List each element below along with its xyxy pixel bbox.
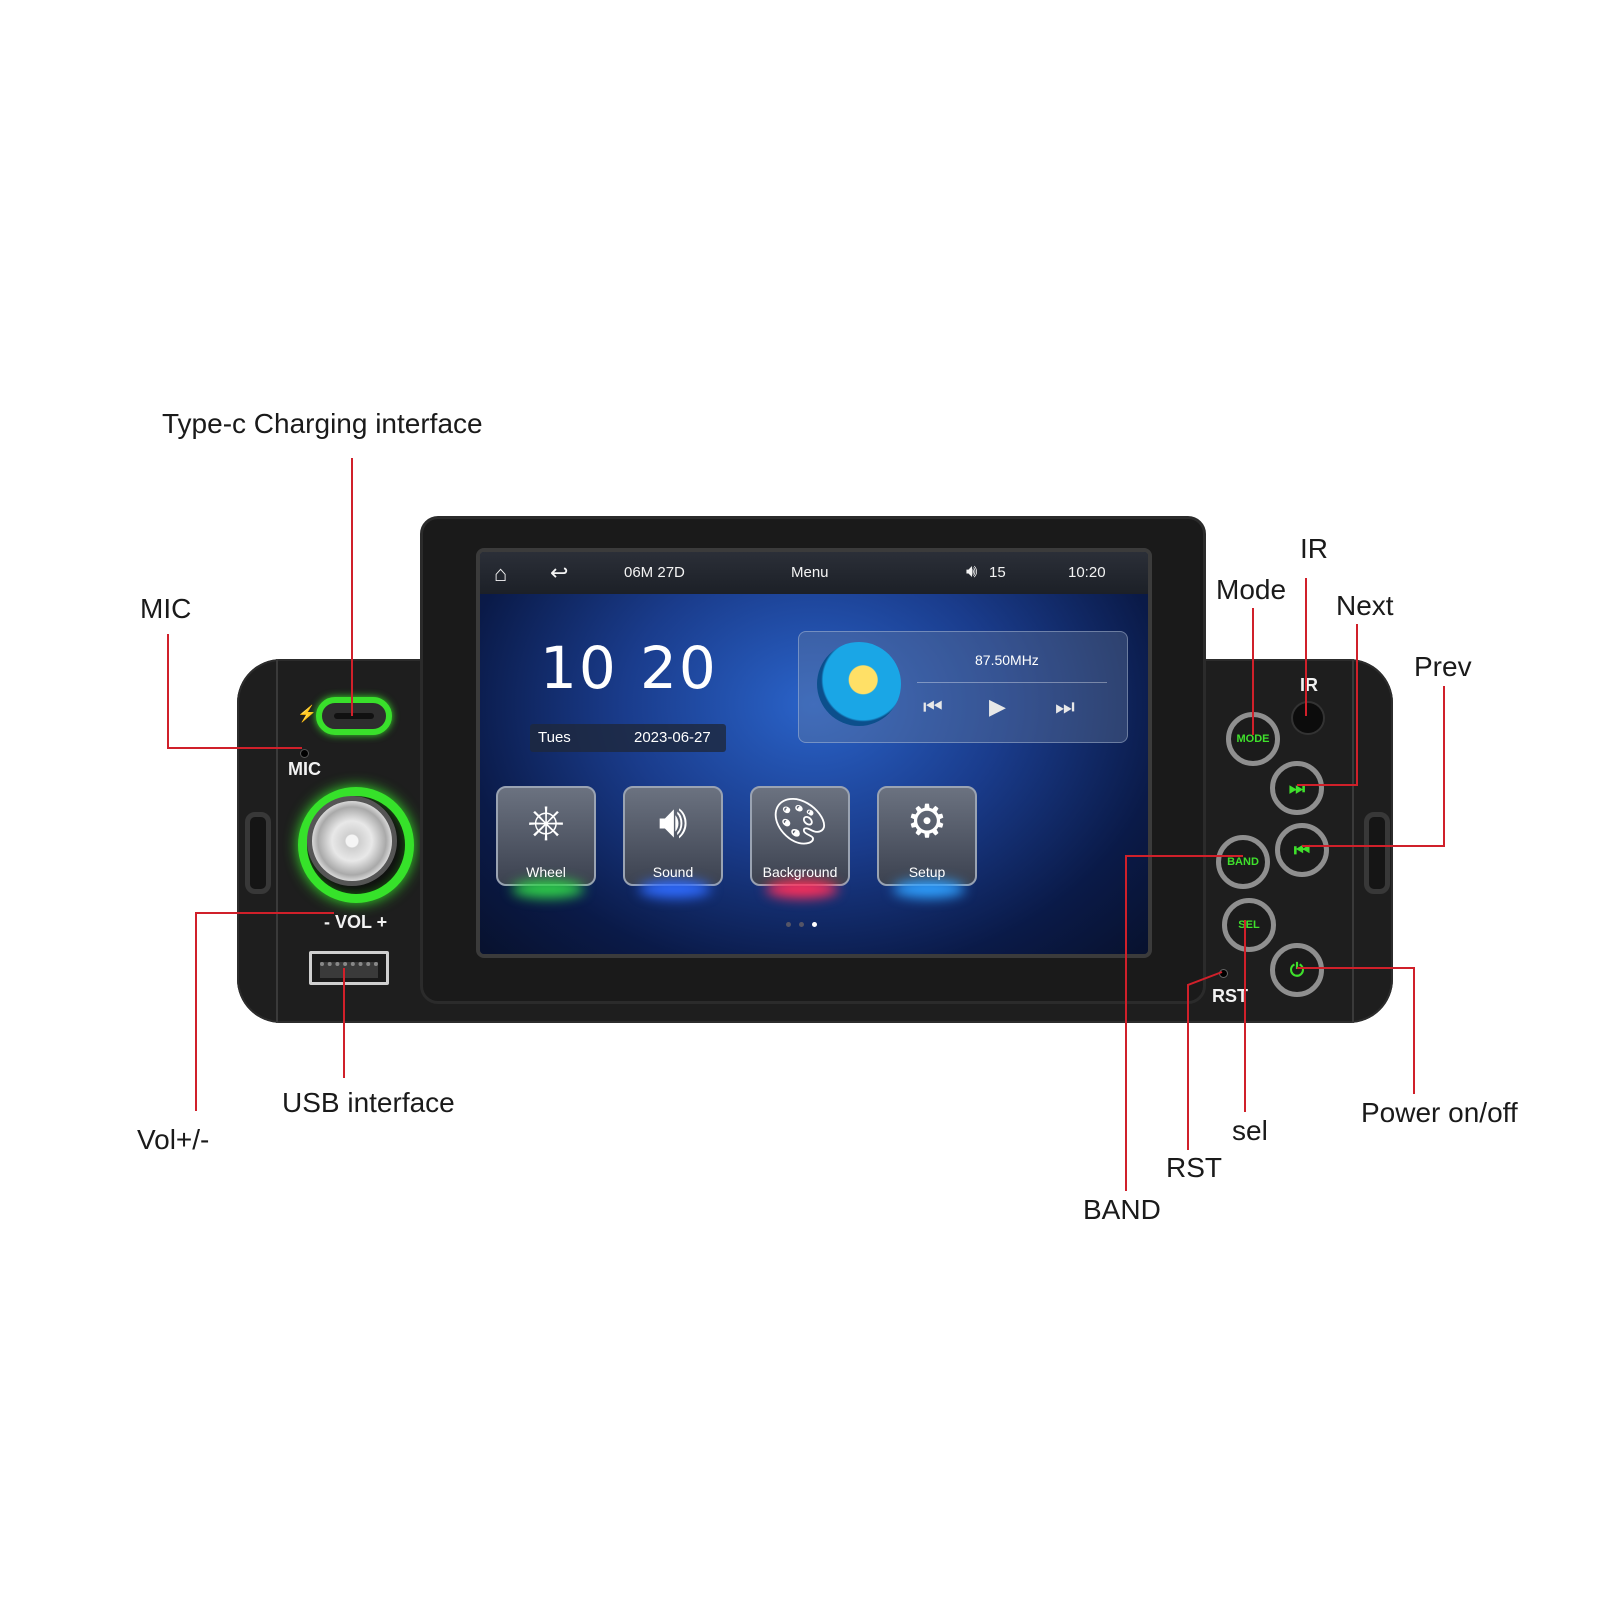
app-tile-wheel[interactable]: ⎈ Wheel [496,786,596,886]
play-icon[interactable]: ▶ [989,694,1006,720]
status-time: 10:20 [1068,564,1106,581]
prev-button[interactable]: ⏮︎ [1275,823,1329,877]
app-tile-setup[interactable]: ⚙ Setup [877,786,977,886]
left-mount-slot [245,812,271,894]
status-title: Menu [791,564,829,581]
tile-glow [639,880,711,898]
callout-next: Next [1336,590,1394,622]
app-label-setup: Setup [879,864,975,880]
palette-icon: 🎨︎ [752,796,848,846]
callout-power: Power on/off [1361,1097,1518,1129]
tile-glow [893,880,965,898]
app-tile-sound[interactable]: 🔊︎ Sound [623,786,723,886]
rst-panel-label: RST [1212,986,1248,1007]
date-bar: Tues 2023-06-27 [530,724,726,752]
app-label-sound: Sound [625,864,721,880]
app-tile-background[interactable]: 🎨︎ Background [750,786,850,886]
band-button[interactable]: BAND [1216,835,1270,889]
rewind-icon: ⏮︎ [1294,840,1310,860]
callout-mic: MIC [140,593,191,625]
volume-knob[interactable] [307,796,397,886]
clock-hour: 10 [540,634,618,702]
callout-typec: Type-c Charging interface [162,408,483,440]
home-icon[interactable]: ⌂ [494,561,507,587]
app-label-wheel: Wheel [498,864,594,880]
page-dot[interactable] [786,922,791,927]
gear-icon: ⚙ [879,796,975,846]
sel-button[interactable]: SEL [1222,898,1276,952]
steering-wheel-icon: ⎈ [498,796,594,846]
volume-icon: 🔊︎ [966,561,977,582]
clock-minute: 20 [640,634,718,702]
day-label: Tues [538,729,571,746]
callout-sel: sel [1232,1115,1268,1147]
callout-ir: IR [1300,533,1328,565]
skip-previous-icon[interactable]: ⏮︎ [923,694,943,720]
touchscreen: ⌂ ↩ 06M 27D Menu 🔊︎ 15 10:20 10 20 Tues … [476,548,1152,958]
page-dot-active[interactable] [812,922,817,927]
power-button[interactable]: ⏻ [1270,943,1324,997]
charging-bolt-icon: ⚡ [297,704,317,724]
skip-next-icon[interactable]: ⏭︎ [1055,694,1075,720]
date-label: 2023-06-27 [634,729,711,746]
ir-receiver [1291,701,1325,735]
next-button[interactable]: ⏭︎ [1270,761,1324,815]
tile-glow [512,880,584,898]
usb-port[interactable] [309,951,389,985]
callout-rst: RST [1166,1152,1222,1184]
status-volume: 15 [989,564,1006,581]
speaker-icon: 🔊︎ [625,796,721,846]
callout-mode: Mode [1216,574,1286,606]
power-icon: ⏻ [1290,960,1304,980]
callout-usb: USB interface [282,1087,455,1119]
right-mount-slot [1364,812,1390,894]
vol-panel-label: - VOL + [324,912,387,933]
home-wallpaper: 10 20 Tues 2023-06-27 87.50MHz ⏮︎ ▶ ⏭︎ ⎈… [480,594,1148,958]
page-indicator[interactable] [782,914,821,932]
callout-prev: Prev [1414,651,1472,683]
ir-panel-label: IR [1300,675,1318,696]
radio-frequency: 87.50MHz [975,652,1039,668]
fast-forward-icon: ⏭︎ [1289,778,1305,798]
status-date: 06M 27D [624,564,685,581]
radio-divider [917,682,1107,683]
reset-hole[interactable] [1219,969,1228,978]
back-icon[interactable]: ↩ [550,560,568,586]
callout-vol: Vol+/- [137,1124,209,1156]
radio-widget[interactable]: 87.50MHz ⏮︎ ▶ ⏭︎ [798,631,1128,743]
status-bar: ⌂ ↩ 06M 27D Menu 🔊︎ 15 10:20 [480,552,1148,594]
radio-headphones-icon [817,642,901,726]
mic-hole [300,749,309,758]
left-panel-seam [276,659,278,1023]
type-c-port[interactable] [316,697,392,735]
page-dot[interactable] [799,922,804,927]
mic-panel-label: MIC [288,759,321,780]
callout-band: BAND [1083,1194,1161,1226]
app-label-background: Background [752,864,848,880]
right-panel-seam [1352,659,1354,1023]
tile-glow [766,880,838,898]
mode-button[interactable]: MODE [1226,712,1280,766]
